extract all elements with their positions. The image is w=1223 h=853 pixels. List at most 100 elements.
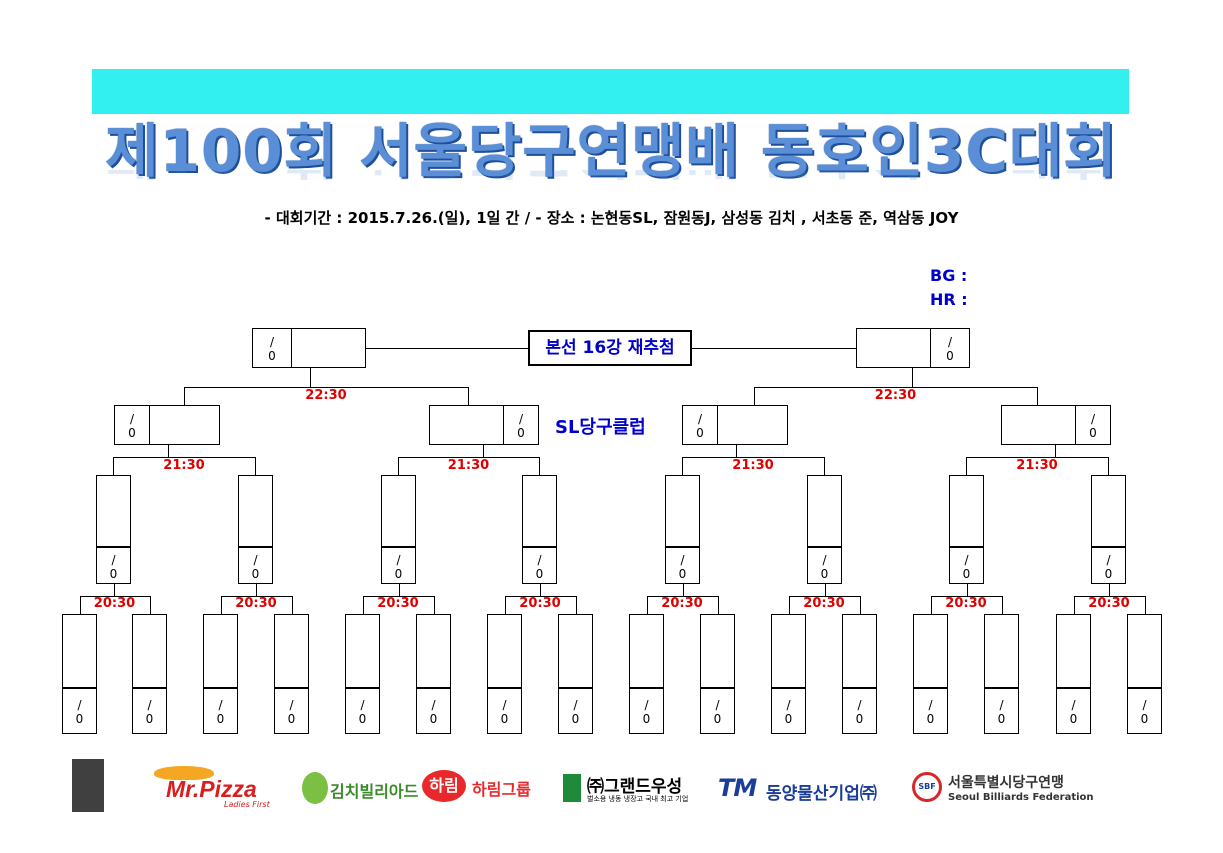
bracket-line [966,457,1109,458]
title-reflection: 제100회 서울당구연맹배 동호인3C대회 [0,170,1223,192]
score-value: 0 [1089,426,1097,440]
match-time: 20:30 [377,596,419,611]
score-value: 0 [216,712,225,726]
score-separator: / [360,698,365,712]
bracket-connector [692,348,856,349]
mrpizza-tagline: Ladies First [224,800,270,809]
bracket-line [468,387,469,405]
bracket-line [824,457,825,475]
score-separator: / [822,552,827,567]
score-separator: / [964,552,969,567]
dongyang-name: 동양물산기업㈜ [766,784,877,804]
player-score-cell: /0 [274,688,309,734]
grand-woosung-logo: ㈜그랜드우성 벌소용 냉동 냉장고 국내 최고 기업 [563,772,703,808]
score-value: 0 [855,712,864,726]
sponsor-strip-block [72,759,104,812]
match-time: 20:30 [661,596,703,611]
score-separator: / [786,698,791,712]
bracket-connector [1055,445,1056,457]
score-separator: / [147,698,152,712]
player-score-cell: /0 [1075,405,1111,445]
score-value: 0 [962,566,971,581]
player-score-cell: /0 [503,405,539,445]
score-value: 0 [713,712,722,726]
score-value: 0 [642,712,651,726]
score-separator: / [1090,412,1096,426]
bracket-line [647,596,719,597]
score-value: 0 [997,712,1006,726]
player-score-cell: /0 [522,547,557,584]
player-slot [522,475,557,547]
player-score-cell: /0 [771,688,806,734]
score-value: 0 [268,349,276,363]
score-separator: / [518,412,524,426]
score-value: 0 [429,712,438,726]
score-value: 0 [571,712,580,726]
bracket-line [113,457,114,475]
score-value: 0 [358,712,367,726]
player-score-cell: /0 [842,688,877,734]
bracket-line [1002,596,1003,614]
bracket-line [647,596,648,614]
player-slot [238,475,273,547]
player-slot [949,475,984,547]
score-separator: / [218,698,223,712]
header-banner [92,69,1129,114]
center-label: 본선 16강 재추첨 [528,330,692,366]
mrpizza-name: Mr.Pizza [166,776,257,802]
player-slot [1001,405,1076,445]
bracket-line [363,596,364,614]
player-score-cell: /0 [416,688,451,734]
score-value: 0 [287,712,296,726]
harim-badge: 하림 [422,770,466,802]
match-time: 20:30 [803,596,845,611]
bracket-connector [256,584,257,596]
harim-name: 하림그룹 [472,780,531,799]
bracket-connector [366,348,528,349]
bracket-line [789,596,790,614]
dongyang-logo: TM 동양물산기업㈜ [718,774,903,806]
bracket-line [80,596,151,597]
score-value: 0 [535,566,544,581]
player-score-cell: /0 [930,328,970,368]
player-slot [132,614,167,688]
bracket-line [505,596,577,597]
match-time: 21:30 [447,458,490,473]
bracket-line [966,457,967,475]
player-score-cell: /0 [984,688,1019,734]
match-time: 22:30 [305,388,347,403]
bracket-connector [114,584,115,596]
player-score-cell: /0 [1056,688,1091,734]
bracket-line [789,596,861,597]
bracket-line [539,457,540,475]
bg-label: BG : [930,266,968,285]
bracket-line [576,596,577,614]
score-value: 0 [946,349,954,363]
bracket-line [1145,596,1146,614]
bracket-connector [399,584,400,596]
score-value: 0 [145,712,154,726]
bracket-connector [1109,584,1110,596]
player-slot [149,405,220,445]
score-separator: / [573,698,578,712]
player-slot [1091,475,1126,547]
bracket-line [221,596,222,614]
player-slot [558,614,593,688]
player-score-cell: /0 [665,547,700,584]
tournament-info: - 대회기간 : 2015.7.26.(일), 1일 간 / - 장소 : 논현… [264,209,959,227]
sbf-emblem-icon: SBF [912,772,942,802]
kimchi-mascot-icon [302,772,328,804]
bracket-line [150,596,151,614]
bracket-line [505,596,506,614]
bracket-connector [168,445,169,457]
player-slot [1056,614,1091,688]
player-slot [1127,614,1162,688]
bracket-connector [683,584,684,596]
match-time: 21:30 [1016,458,1058,473]
player-slot [274,614,309,688]
player-slot [665,475,700,547]
player-score-cell: /0 [700,688,735,734]
score-value: 0 [1069,712,1078,726]
grand-leaf-icon [563,774,581,802]
match-time: 21:30 [163,458,205,473]
